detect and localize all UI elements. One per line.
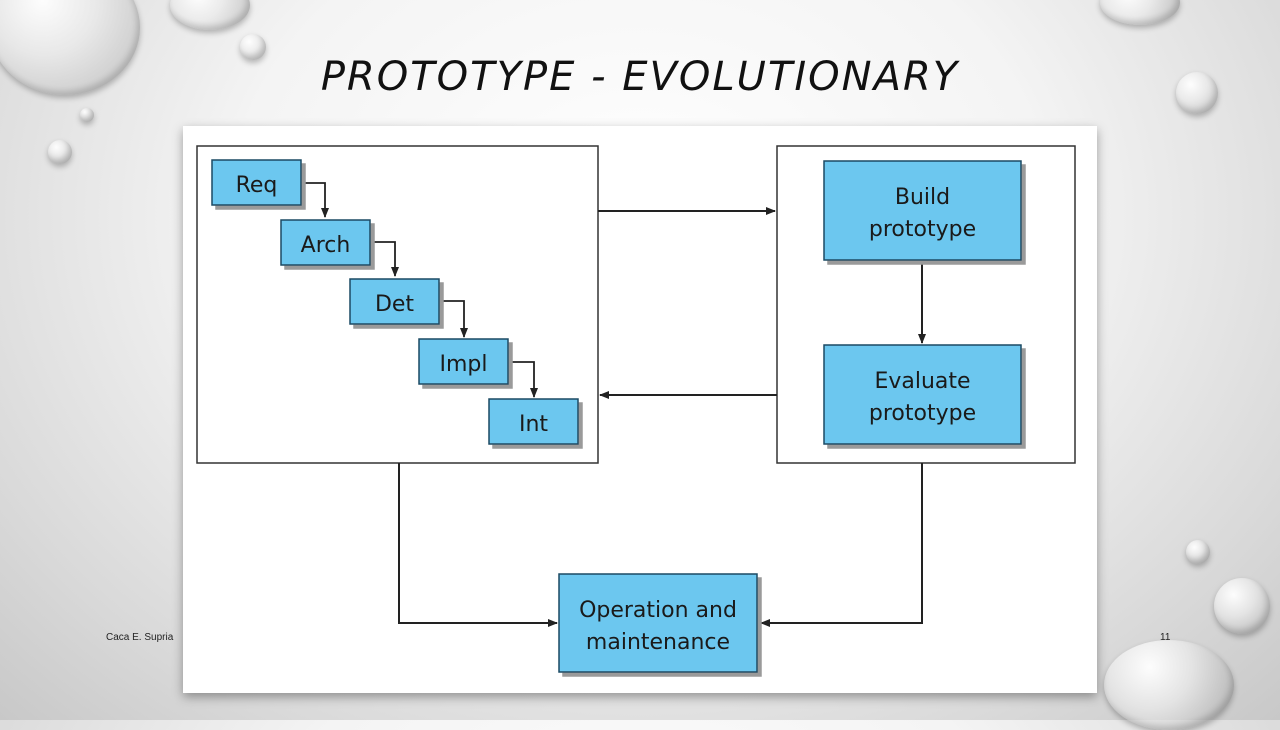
step-connector	[370, 241, 399, 277]
build-prototype-box: Build prototype	[823, 160, 1022, 261]
slide-title: PROTOTYPE - EVOLUTIONARY	[320, 54, 960, 100]
step-connector	[439, 300, 468, 338]
waterfall-step-impl: Impl	[418, 338, 509, 385]
water-drop-decoration	[1176, 72, 1218, 114]
waterfall-step-label: Int	[519, 412, 548, 437]
waterfall-step-int: Int	[488, 398, 579, 445]
water-drop-decoration	[48, 140, 72, 164]
water-drop-decoration	[1100, 0, 1180, 25]
water-drop-decoration	[170, 0, 250, 30]
water-drop-decoration	[1186, 540, 1210, 564]
arrow-prototype-to-operation	[760, 463, 923, 627]
water-drop-decoration	[1214, 578, 1270, 634]
waterfall-container	[196, 145, 599, 464]
operation-maintenance-box: Operation and maintenance	[558, 573, 758, 673]
water-drop-decoration	[1104, 640, 1234, 730]
author-footer: Caca E. Supria	[106, 632, 174, 643]
evaluate-prototype-label-line2: prototype	[869, 401, 976, 426]
waterfall-step-label: Arch	[301, 233, 351, 258]
diagram-canvas: Req Arch Det Impl Int Build prototype Ev…	[196, 145, 1076, 673]
water-drop-decoration	[240, 34, 266, 60]
operation-maintenance-label-line2: maintenance	[586, 630, 730, 655]
arrow-waterfall-to-operation	[398, 463, 558, 627]
evaluate-prototype-label-line1: Evaluate	[874, 369, 970, 394]
waterfall-step-det: Det	[349, 278, 440, 325]
build-prototype-label-line2: prototype	[869, 217, 976, 242]
waterfall-step-label: Req	[236, 173, 278, 198]
waterfall-step-label: Det	[375, 292, 414, 317]
evaluate-prototype-box: Evaluate prototype	[823, 344, 1022, 445]
operation-maintenance-label-line1: Operation and	[579, 598, 737, 623]
prototype-cycle-container	[776, 145, 1076, 464]
page-number: 11	[1160, 632, 1171, 643]
build-prototype-label-line1: Build	[895, 185, 950, 210]
step-connector	[301, 182, 329, 218]
waterfall-step-label: Impl	[440, 352, 488, 377]
waterfall-step-req: Req	[211, 159, 302, 206]
waterfall-step-arch: Arch	[280, 219, 371, 266]
step-connector	[508, 361, 538, 398]
water-drop-decoration	[80, 108, 94, 122]
evolutionary-prototype-diagram: Req Arch Det Impl Int Build prototype Ev…	[183, 126, 1097, 693]
